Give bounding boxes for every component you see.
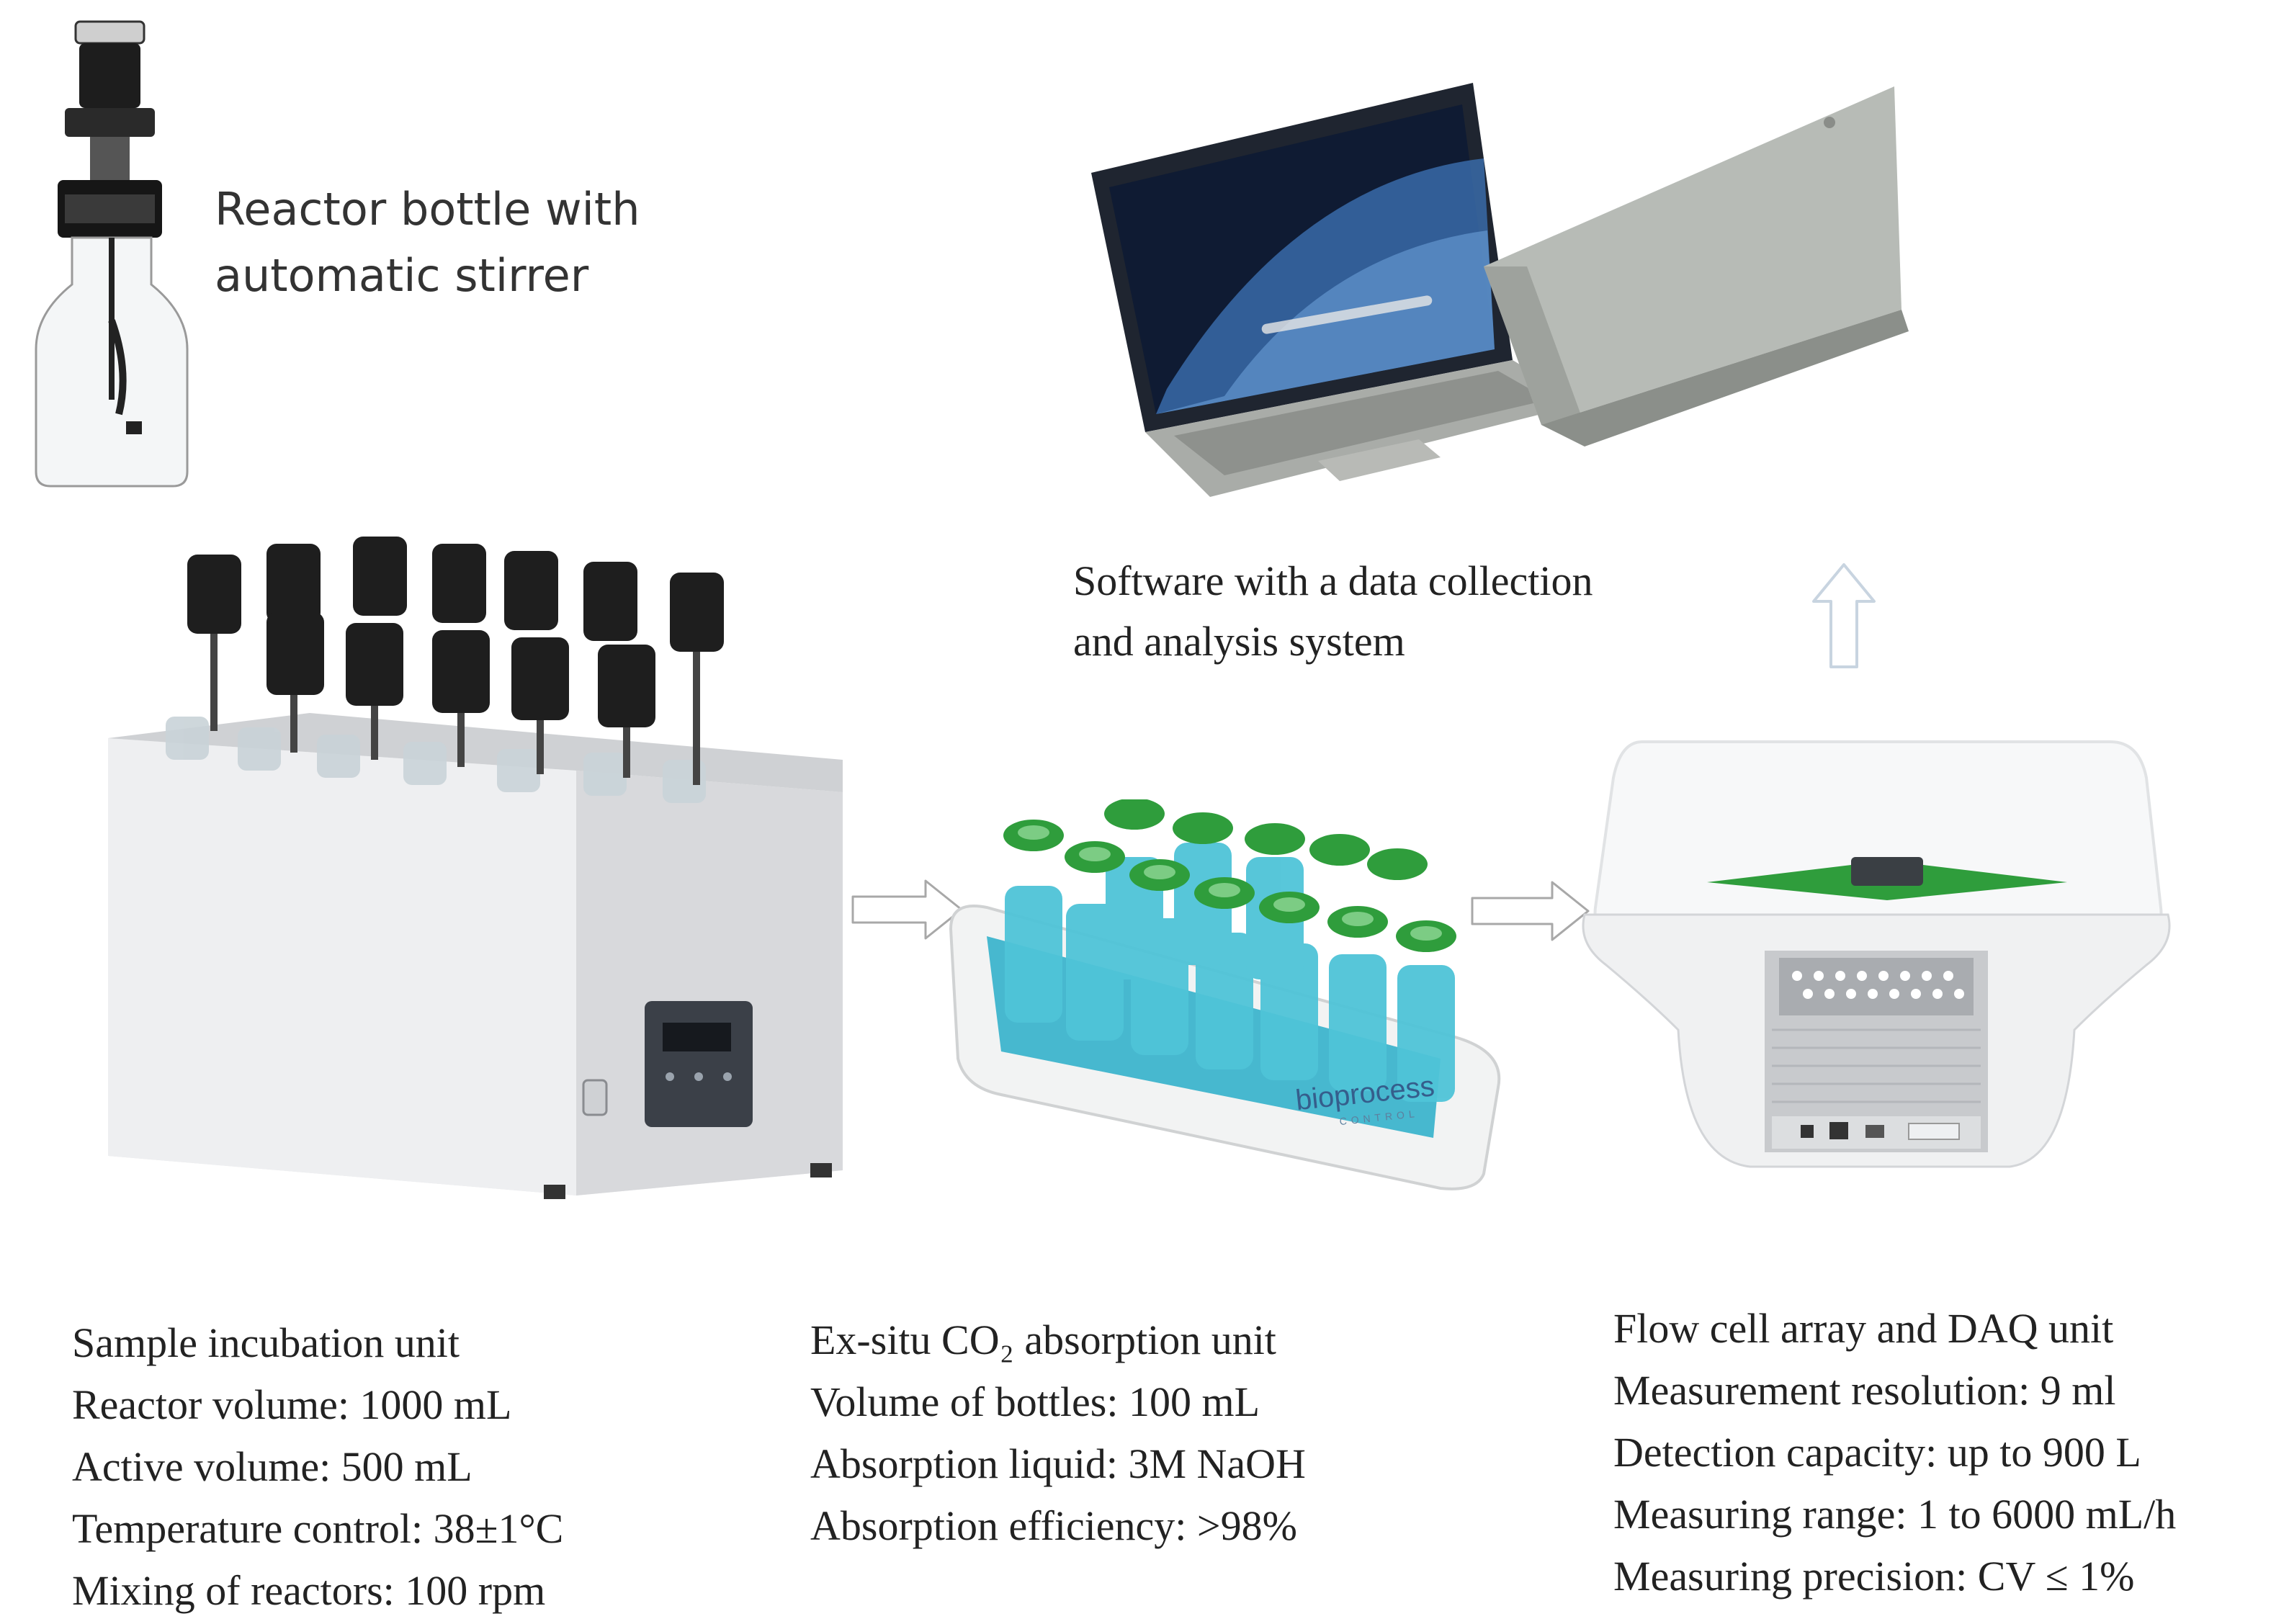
incubation-spec-active-volume: Active volume: 500 mL [72,1443,472,1490]
reactor-bottle-image [22,11,202,493]
software-caption-line2: and analysis system [1073,618,1405,665]
reactor-bottle-caption-line2: automatic stirrer [215,249,589,302]
incubation-spec-title: Sample incubation unit [72,1319,460,1366]
incubation-unit-specs: Sample incubation unit Reactor volume: 1… [72,1312,563,1622]
software-caption: Software with a data collection and anal… [1073,551,1593,672]
incubation-bath-image [65,522,864,1206]
flow-cell-spec-range: Measuring range: 1 to 6000 mL/h [1613,1491,2177,1538]
incubation-spec-mixing: Mixing of reactors: 100 rpm [72,1567,546,1614]
co2-spec-efficiency: Absorption efficiency: >98% [810,1502,1297,1549]
up-arrow-icon [1808,562,1880,670]
incubation-spec-temperature: Temperature control: 38±1°C [72,1505,564,1552]
laptops-image [1080,72,1923,511]
right-arrow-icon-2 [1469,879,1592,943]
flow-cell-spec-precision: Measuring precision: CV ≤ 1% [1613,1553,2135,1600]
reactor-bottle-caption: Reactor bottle with automatic stirrer [215,176,640,309]
flow-cell-spec-capacity: Detection capacity: up to 900 L [1613,1429,2141,1476]
flow-cell-daq-image [1563,727,2182,1181]
software-caption-line1: Software with a data collection [1073,557,1593,604]
co2-spec-bottle-volume: Volume of bottles: 100 mL [810,1378,1260,1425]
flow-cell-spec-title: Flow cell array and DAQ unit [1613,1305,2114,1352]
right-arrow-icon-1 [850,877,965,942]
flow-cell-spec-resolution: Measurement resolution: 9 ml [1613,1367,2116,1414]
reactor-bottle-caption-line1: Reactor bottle with [215,183,640,235]
flow-cell-unit-specs: Flow cell array and DAQ unit Measurement… [1613,1298,2176,1607]
co2-spec-liquid: Absorption liquid: 3M NaOH [810,1440,1306,1487]
co2-unit-specs: Ex-situ CO₂ absorption unit Volume of bo… [810,1309,1306,1557]
co2-absorption-tray-image: bioprocess CONTROL [936,799,1534,1203]
co2-spec-title: Ex-situ CO₂ absorption unit [810,1316,1276,1363]
incubation-spec-reactor-volume: Reactor volume: 1000 mL [72,1381,512,1428]
